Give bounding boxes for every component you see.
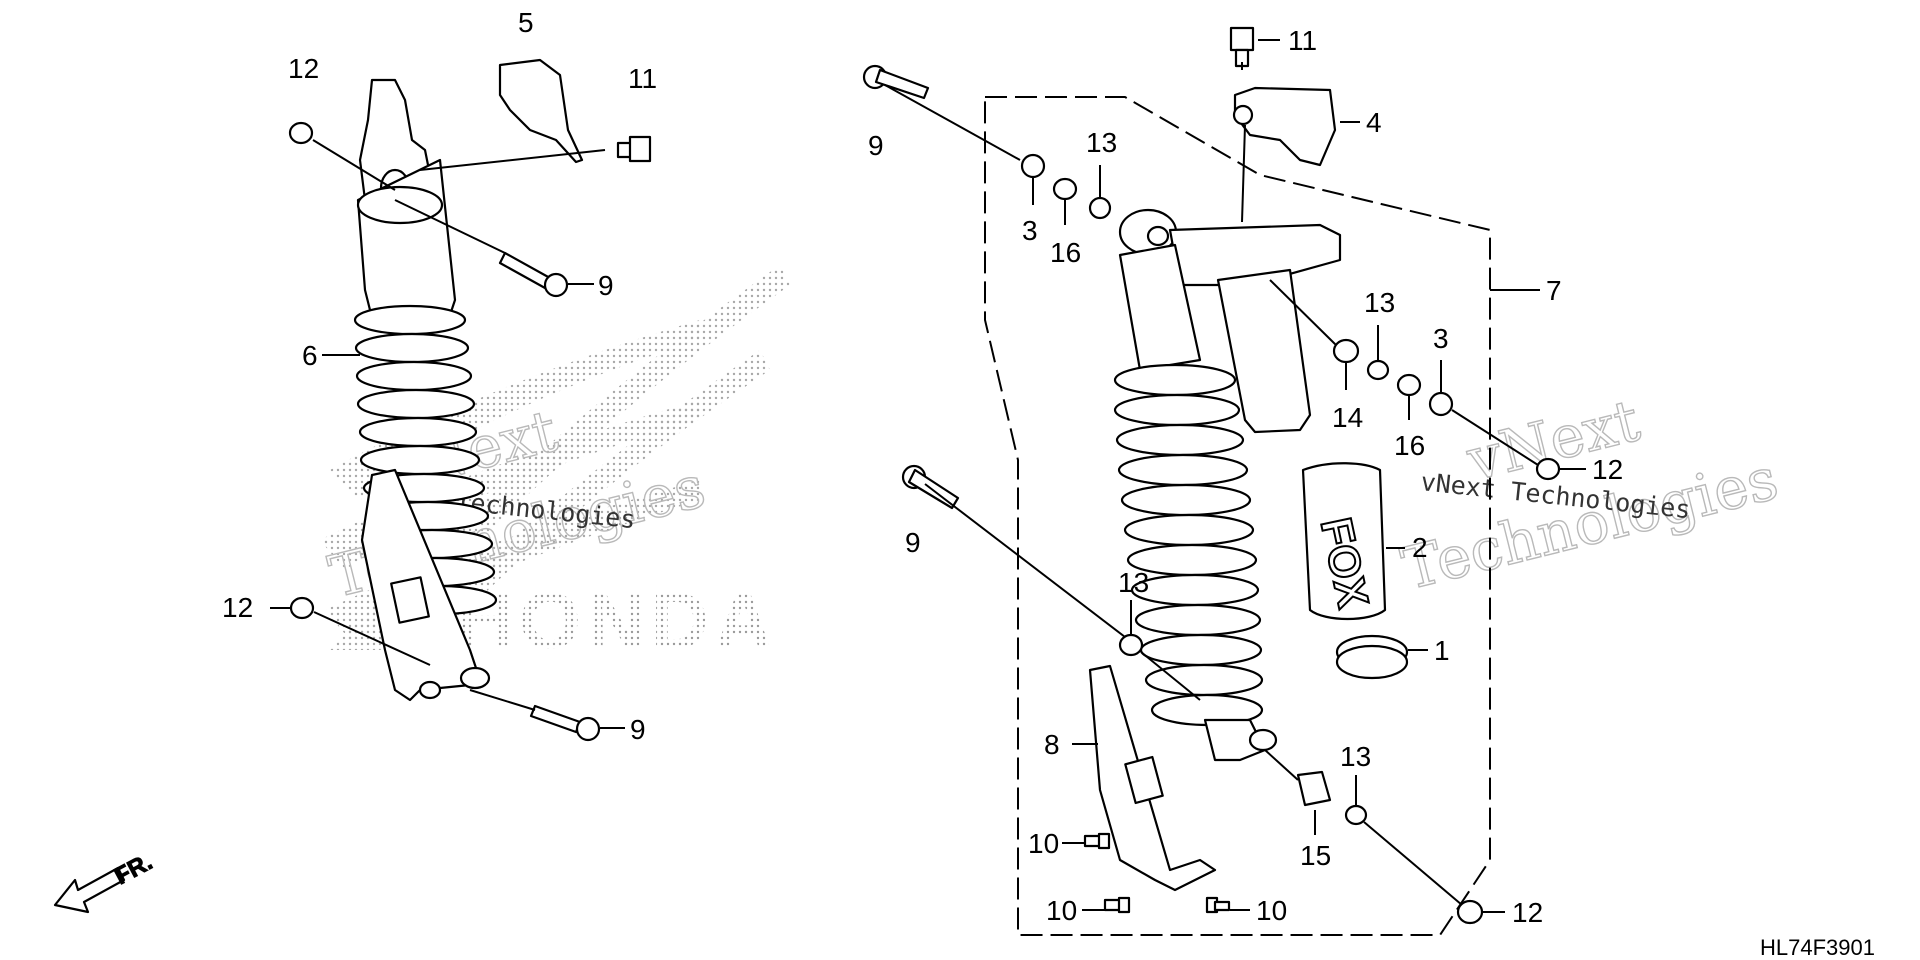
part-13-oring-mid bbox=[1366, 359, 1390, 381]
part-12-nut-left-bottom bbox=[289, 596, 315, 620]
callout-9-left-lower: 9 bbox=[630, 714, 646, 745]
honda-brand-watermark: HONDA bbox=[455, 576, 778, 665]
callout-16-right-upper: 16 bbox=[1050, 237, 1081, 268]
callout-3-right-upper: 3 bbox=[1022, 215, 1038, 246]
callout-10-lower-right: 10 bbox=[1256, 895, 1287, 926]
part-4-bracket bbox=[1233, 86, 1337, 167]
callout-15: 15 bbox=[1300, 840, 1331, 871]
right-shock-assembly bbox=[1113, 208, 1342, 762]
part-9-bolt-left-upper bbox=[498, 251, 569, 298]
callout-10-lower-left: 10 bbox=[1046, 895, 1077, 926]
callout-2: 2 bbox=[1412, 532, 1428, 563]
callout-13-right-mid: 13 bbox=[1364, 287, 1395, 318]
diagram-code: HL74F3901 bbox=[1760, 935, 1875, 960]
callout-3-right-mid: 3 bbox=[1433, 323, 1449, 354]
part-14-bushing bbox=[1332, 338, 1360, 364]
part-3-washer-upper bbox=[1020, 153, 1046, 179]
part-12-nut-right-mid bbox=[1535, 457, 1561, 481]
part-2-reservoir-cover: FOX bbox=[1301, 462, 1387, 621]
part-5-bracket bbox=[498, 58, 584, 164]
callout-13-right-lower: 13 bbox=[1340, 741, 1371, 772]
assembly-boundary-7 bbox=[984, 96, 1491, 936]
part-11-bolt-left bbox=[616, 135, 652, 163]
callout-14: 14 bbox=[1332, 402, 1363, 433]
part-16-washer-upper bbox=[1052, 177, 1078, 201]
part-10-screw-upper bbox=[1083, 832, 1111, 850]
callout-12-right-bottom: 12 bbox=[1512, 897, 1543, 928]
callout-5: 5 bbox=[518, 7, 534, 38]
part-15-collar bbox=[1296, 770, 1332, 807]
callout-12-left-top: 12 bbox=[288, 53, 319, 84]
left-shock-assembly bbox=[353, 78, 498, 702]
part-9-bolt-right-upper bbox=[862, 64, 930, 100]
part-10-screw-lower-left bbox=[1103, 896, 1131, 914]
callout-9-right-lower: 9 bbox=[905, 527, 921, 558]
callout-7: 7 bbox=[1546, 275, 1562, 306]
front-direction-arrow bbox=[53, 866, 126, 914]
callout-1: 1 bbox=[1434, 635, 1450, 666]
part-9-bolt-right-lower bbox=[901, 464, 960, 510]
part-10-screw-lower-right bbox=[1205, 896, 1231, 914]
part-9-bolt-left-lower bbox=[529, 704, 601, 742]
part-12-nut-left-top bbox=[288, 121, 314, 145]
callout-6: 6 bbox=[302, 340, 318, 371]
callout-8: 8 bbox=[1044, 729, 1060, 760]
callout-11-left: 11 bbox=[628, 63, 657, 94]
callout-12-right-mid: 12 bbox=[1592, 454, 1623, 485]
callout-16-right-mid: 16 bbox=[1394, 430, 1425, 461]
callout-12-left-bottom: 12 bbox=[222, 592, 253, 623]
part-3-washer-mid bbox=[1428, 391, 1454, 417]
part-13-oring-upper bbox=[1088, 196, 1112, 220]
callout-9-right-upper: 9 bbox=[868, 130, 884, 161]
part-12-nut-right-bottom bbox=[1456, 899, 1484, 925]
callout-4: 4 bbox=[1366, 107, 1382, 138]
callout-11-right: 11 bbox=[1288, 25, 1317, 56]
part-13-oring-lower bbox=[1344, 804, 1368, 826]
right-spring bbox=[1113, 363, 1264, 727]
callout-9-left-upper: 9 bbox=[598, 270, 614, 301]
callout-13-right-upper: 13 bbox=[1086, 127, 1117, 158]
part-16-washer-mid bbox=[1396, 373, 1422, 397]
part-11-bolt-right bbox=[1229, 26, 1255, 68]
callout-10-upper: 10 bbox=[1028, 828, 1059, 859]
callout-13-right-left: 13 bbox=[1118, 567, 1149, 598]
company-watermark-right-line2: Technologies bbox=[1395, 444, 1784, 603]
part-13-oring-left bbox=[1118, 633, 1144, 657]
